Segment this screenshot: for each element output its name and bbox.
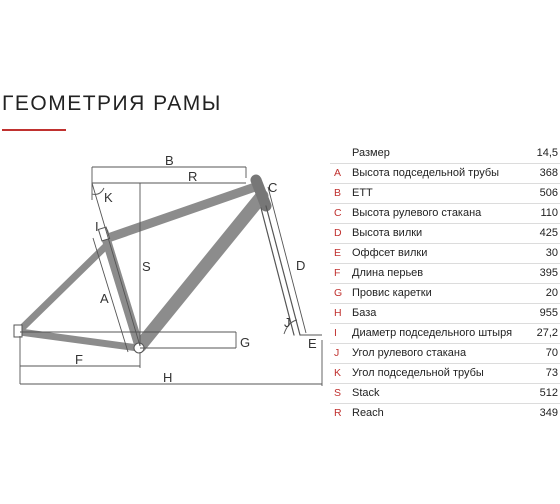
top-tube (103, 181, 263, 243)
label-j: J (284, 315, 291, 330)
dim-k-guide (91, 182, 141, 347)
head-tube (250, 174, 272, 212)
label-f: F (75, 352, 83, 367)
label-g: G (240, 335, 250, 350)
table-row: J Угол рулевого стакана 70 (330, 344, 560, 364)
row-label: Высота подседельной трубы (352, 167, 500, 179)
row-label: База (352, 307, 377, 319)
label-h: H (163, 370, 172, 385)
row-letter: R (334, 407, 342, 419)
table-row: E Оффсет вилки 30 (330, 244, 560, 264)
row-value: 349 (539, 407, 558, 419)
row-value: 368 (539, 167, 558, 179)
row-label: Диаметр подседельного штыря (352, 327, 513, 339)
table-row: G Провис каретки 20 (330, 284, 560, 304)
row-label: Высота вилки (352, 227, 423, 239)
row-label: Длина перьев (352, 267, 424, 279)
row-value: 30 (545, 247, 558, 259)
row-letter: A (334, 167, 342, 179)
row-letter: J (334, 347, 340, 359)
label-c: C (268, 180, 277, 195)
row-value: 955 (539, 307, 558, 319)
row-letter: I (334, 327, 337, 339)
table-row: K Угол подседельной трубы 73 (330, 364, 560, 384)
row-label: Угол подседельной трубы (352, 367, 484, 379)
table-row: F Длина перьев 395 (330, 264, 560, 284)
seat-tube (99, 227, 144, 351)
row-value: 70 (545, 347, 558, 359)
row-value: 395 (539, 267, 558, 279)
label-d: D (296, 258, 305, 273)
row-letter: D (334, 227, 342, 239)
label-b: B (165, 153, 174, 168)
bike-frame (16, 174, 301, 353)
row-label: Оффсет вилки (352, 247, 428, 259)
label-r: R (188, 169, 197, 184)
row-value: 512 (539, 387, 558, 399)
seatpost (97, 226, 111, 242)
chain-stay (16, 328, 142, 352)
seat-stay (16, 242, 110, 334)
row-letter: E (334, 247, 342, 259)
row-letter: G (334, 287, 343, 299)
dim-a-line (92, 237, 129, 353)
row-label: Высота рулевого стакана (352, 207, 482, 219)
dim-j-arc (283, 319, 298, 335)
fork-leg (265, 205, 301, 336)
table-row: C Высота рулевого стакана 110 (330, 204, 560, 224)
row-value: 425 (539, 227, 558, 239)
table-row: R Reach 349 (330, 404, 560, 423)
row-value: 506 (539, 187, 558, 199)
rear-dropout (13, 324, 23, 338)
down-tube (133, 189, 269, 353)
row-label: Stack (352, 387, 380, 399)
size-value: 14,5 (536, 147, 558, 159)
title-underline (2, 129, 66, 131)
row-letter: F (334, 267, 341, 279)
row-label: Угол рулевого стакана (352, 347, 467, 359)
dimension-lines (19, 166, 323, 386)
row-label: Провис каретки (352, 287, 432, 299)
row-letter: H (334, 307, 342, 319)
row-value: 110 (540, 207, 558, 219)
label-e: E (308, 336, 317, 351)
row-value: 73 (545, 367, 558, 379)
table-row: I Диаметр подседельного штыря 27,2 (330, 324, 560, 344)
table-header-row: Размер 14,5 (330, 144, 560, 164)
label-a: A (100, 291, 109, 306)
row-label: Reach (352, 407, 384, 419)
geometry-spec-table: Размер 14,5 A Высота подседельной трубы 36… (330, 144, 560, 423)
table-row: A Высота подседельной трубы 368 (330, 164, 560, 184)
label-s: S (142, 259, 151, 274)
frame-geometry-diagram: B R K C I S A D J G E F H (13, 153, 323, 386)
row-letter: S (334, 387, 342, 399)
table-row: B ETT 506 (330, 184, 560, 204)
table-row: H База 955 (330, 304, 560, 324)
row-label: ETT (352, 187, 373, 199)
size-label: Размер (352, 147, 390, 159)
dim-k-arc (91, 187, 105, 195)
row-letter: C (334, 207, 342, 219)
label-k: K (104, 190, 113, 205)
row-letter: K (334, 367, 342, 379)
row-letter: B (334, 187, 342, 199)
row-value: 27,2 (536, 327, 558, 339)
table-row: D Высота вилки 425 (330, 224, 560, 244)
row-value: 20 (545, 287, 558, 299)
label-i: I (95, 219, 99, 234)
fork-leg-inner (260, 207, 295, 336)
dim-d-line (267, 186, 307, 334)
page-title: ГЕОМЕТРИЯ РАМЫ (2, 92, 222, 115)
table-row: S Stack 512 (330, 384, 560, 404)
